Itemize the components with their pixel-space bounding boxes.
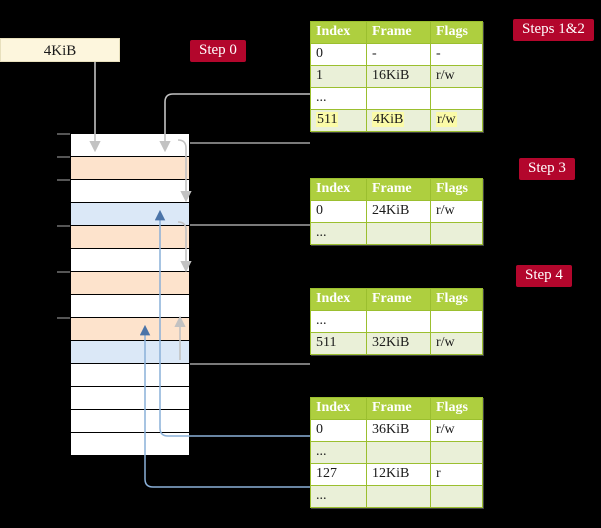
table-row: 0-- [310, 43, 483, 66]
cell-index: 0 [310, 419, 367, 442]
cell-frame: 4KiB [366, 109, 431, 132]
memory-frame-row [71, 225, 189, 248]
step-badge-step-3: Step 3 [519, 158, 575, 180]
memory-frame-row [71, 317, 189, 340]
memory-frame-row [71, 271, 189, 294]
column-header-index: Index [310, 21, 367, 44]
cell-frame: 36KiB [366, 419, 431, 442]
cell-index: ... [310, 222, 367, 245]
step-badge-step-4: Step 4 [516, 265, 572, 287]
memory-row-tick [57, 271, 70, 273]
step-badge-steps-1-2: Steps 1&2 [513, 19, 594, 41]
column-header-frame: Frame [366, 288, 431, 311]
column-header-flags: Flags [430, 288, 483, 311]
cell-index: 127 [310, 463, 367, 486]
cell-index: 0 [310, 43, 367, 66]
cell-frame [366, 87, 431, 110]
cell-index: ... [310, 485, 367, 508]
cell-flags [430, 222, 483, 245]
cell-index: 0 [310, 200, 367, 223]
cell-frame [366, 441, 431, 464]
memory-frame-row [71, 409, 189, 432]
cell-index: ... [310, 310, 367, 333]
memory-row-tick [57, 225, 70, 227]
table-row: 511 4KiB r/w [310, 109, 483, 132]
memory-frame-row [71, 294, 189, 317]
column-header-flags: Flags [430, 397, 483, 420]
memory-row-tick [57, 156, 70, 158]
virtual-address-box: 4KiB [0, 38, 120, 62]
column-header-flags: Flags [430, 21, 483, 44]
memory-frame-row [71, 340, 189, 363]
cell-flags: r/w [430, 419, 483, 442]
physical-memory-column [70, 133, 190, 456]
cell-frame: 24KiB [366, 200, 431, 223]
cell-frame [366, 485, 431, 508]
memory-frame-row [71, 248, 189, 271]
cell-flags: - [430, 43, 483, 66]
step-badge-step-0: Step 0 [190, 40, 246, 62]
memory-frame-row [71, 432, 189, 455]
cell-flags: r/w [430, 65, 483, 88]
memory-row-tick [57, 179, 70, 181]
table-row: ... [310, 222, 483, 245]
cell-index: 511 [310, 332, 367, 355]
cell-flags [430, 310, 483, 333]
highlighted-value: r/w [436, 112, 457, 127]
table-row: ... [310, 485, 483, 508]
memory-frame-row [71, 363, 189, 386]
cell-index: 1 [310, 65, 367, 88]
cell-flags: r/w [430, 332, 483, 355]
cell-index: 511 [310, 109, 367, 132]
cell-index: ... [310, 441, 367, 464]
cell-frame [366, 310, 431, 333]
memory-frame-row [71, 133, 189, 156]
cell-frame: 32KiB [366, 332, 431, 355]
column-header-index: Index [310, 288, 367, 311]
column-header-frame: Frame [366, 178, 431, 201]
cell-frame: - [366, 43, 431, 66]
memory-frame-row [71, 202, 189, 225]
column-header-flags: Flags [430, 178, 483, 201]
memory-frame-row [71, 179, 189, 202]
cell-flags [430, 87, 483, 110]
cell-frame [366, 222, 431, 245]
highlighted-value: 511 [316, 112, 339, 127]
cell-flags: r [430, 463, 483, 486]
memory-row-tick [57, 317, 70, 319]
cell-frame: 12KiB [366, 463, 431, 486]
memory-frame-row [71, 386, 189, 409]
memory-frame-row [71, 156, 189, 179]
column-header-frame: Frame [366, 397, 431, 420]
memory-row-tick [57, 133, 70, 135]
highlighted-value: 4KiB [372, 112, 405, 127]
cell-flags: r/w [430, 200, 483, 223]
cell-frame: 16KiB [366, 65, 431, 88]
column-header-frame: Frame [366, 21, 431, 44]
cell-flags: r/w [430, 109, 483, 132]
table-row: ... [310, 310, 483, 333]
cell-index: ... [310, 87, 367, 110]
cell-flags [430, 441, 483, 464]
column-header-index: Index [310, 178, 367, 201]
table-row: ... [310, 87, 483, 110]
cell-flags [430, 485, 483, 508]
column-header-index: Index [310, 397, 367, 420]
table-row: ... [310, 441, 483, 464]
